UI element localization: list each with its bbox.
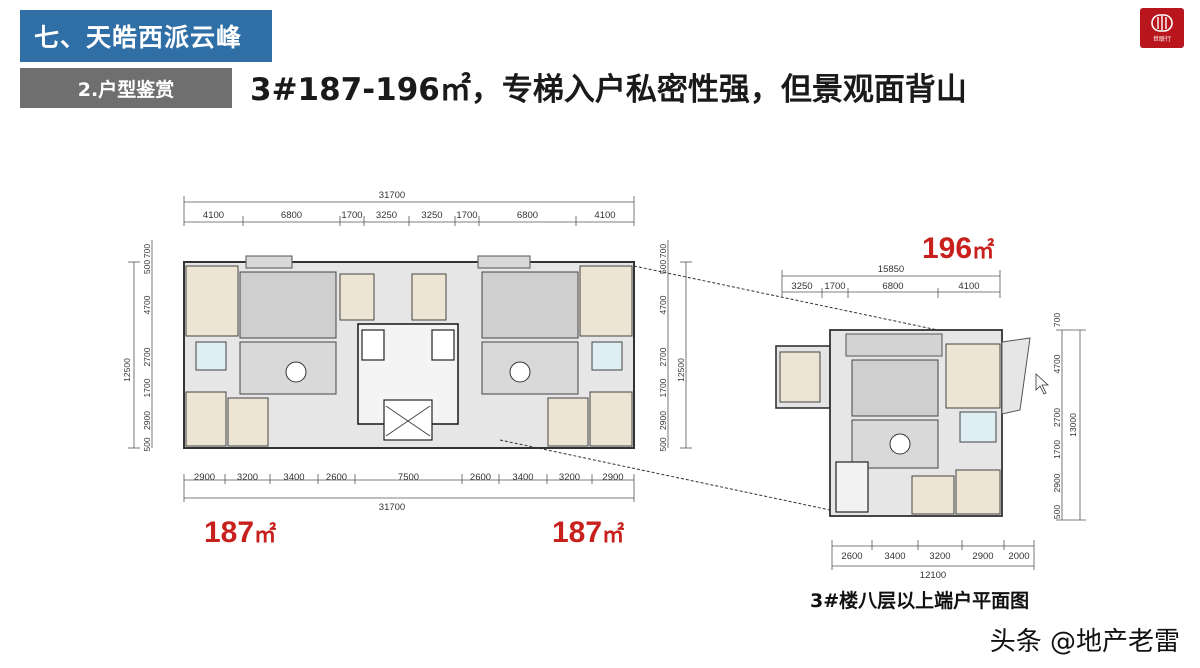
page-headline: 3#187-196㎡，专梯入户私密性强，但景观面背山 [250,72,967,108]
main-left-dim-4: 1700 [142,378,152,397]
main-right-dim-5: 2900 [658,411,668,430]
end-bottom-dim-2: 3200 [929,551,950,562]
main-top-dim-group: 4100 6800 1700 3250 3250 1700 6800 4100 [203,210,616,221]
main-top-total: 31700 [379,190,405,201]
unit-right-area-value: 187 [552,516,603,549]
end-bottom-dim-group: 2600 3400 3200 2900 2000 [841,551,1029,562]
main-bottom-dim-3: 2600 [326,472,347,483]
zoom-connector-bottom [499,439,831,511]
end-building-outline [775,329,1031,517]
main-top-dimensions [128,196,692,502]
end-bottom-dim-3: 2900 [972,551,993,562]
end-unit-area-value: 196 [922,232,973,265]
main-left-dim-group: 700 500 4700 2700 1700 2900 500 [142,244,152,452]
main-left-dim-0: 700 [142,244,152,258]
section-title: 七、天皓西派云峰 [20,10,272,62]
main-bottom-dim-4: 7500 [398,472,419,483]
main-left-dim-5: 2900 [142,411,152,430]
main-bottom-dim-6: 3400 [512,472,533,483]
end-right-total: 13000 [1068,413,1078,437]
end-top-dim-3: 4100 [958,281,979,292]
main-left-total: 12500 [122,358,132,382]
main-top-dim-0: 4100 [203,210,224,221]
main-right-total: 12500 [676,358,686,382]
main-right-dim-group: 700 500 4700 2700 1700 2900 500 [658,244,668,452]
main-bottom-dim-2: 3400 [283,472,304,483]
subsection-title: 2.户型鉴赏 [20,68,232,108]
main-top-dim-5: 1700 [456,210,477,221]
unit-left-area: 187㎡ [204,516,276,550]
end-bottom-dim-1: 3400 [884,551,905,562]
end-plan-dimensions [781,270,1086,570]
end-top-total: 15850 [878,264,904,275]
brand-logo: 世联行 [1140,8,1184,48]
main-building-outline [183,255,635,449]
main-bottom-dim-group: 2900 3200 3400 2600 7500 2600 3400 3200 2900 [194,472,624,483]
main-top-dim-1: 6800 [281,210,302,221]
end-bottom-total: 12100 [920,570,946,581]
main-top-dim-7: 4100 [594,210,615,221]
end-right-dim-1: 4700 [1052,354,1062,373]
main-right-dim-4: 1700 [658,378,668,397]
main-bottom-dim-7: 3200 [559,472,580,483]
main-right-dim-2: 4700 [658,295,668,314]
main-right-dim-3: 2700 [658,347,668,366]
main-top-dim-6: 6800 [517,210,538,221]
main-bottom-dim-1: 3200 [237,472,258,483]
cursor-arrow-icon [1035,373,1050,395]
end-unit-area-unit: ㎡ [972,238,995,263]
main-right-dim-1: 500 [658,260,668,274]
main-left-dim-6: 500 [142,437,152,451]
main-left-dim-1: 500 [142,260,152,274]
end-bottom-dim-0: 2600 [841,551,862,562]
end-top-dim-0: 3250 [791,281,812,292]
main-bottom-dim-5: 2600 [470,472,491,483]
end-right-dim-3: 1700 [1052,440,1062,459]
main-bottom-dim-0: 2900 [194,472,215,483]
end-right-dim-0: 700 [1052,313,1062,327]
end-plan-caption: 3#楼八层以上端户平面图 [810,590,1030,612]
end-right-dim-group: 700 4700 2700 1700 2900 500 [1052,313,1062,519]
end-top-dim-1: 1700 [824,281,845,292]
building-logo-icon [1151,14,1173,32]
main-bottom-total: 31700 [379,502,405,513]
end-right-dim-5: 500 [1052,505,1062,519]
end-right-dim-2: 2700 [1052,408,1062,427]
end-top-dim-2: 6800 [882,281,903,292]
main-left-dim-2: 4700 [142,295,152,314]
end-top-dim-group: 3250 1700 6800 4100 [791,281,979,292]
main-right-dim-0: 700 [658,244,668,258]
unit-left-area-value: 187 [204,516,255,549]
end-unit-area: 196㎡ [922,232,994,266]
unit-right-area-unit: ㎡ [602,522,625,547]
unit-left-area-unit: ㎡ [254,522,277,547]
main-bottom-dim-8: 2900 [602,472,623,483]
watermark: 头条 @地产老雷 [989,627,1180,657]
main-top-dim-3: 3250 [376,210,397,221]
end-bottom-dim-4: 2000 [1008,551,1029,562]
main-right-dim-6: 500 [658,437,668,451]
logo-text: 世联行 [1152,36,1171,43]
main-top-dim-2: 1700 [341,210,362,221]
end-right-dim-4: 2900 [1052,473,1062,492]
main-left-dim-3: 2700 [142,347,152,366]
unit-right-area: 187㎡ [552,516,624,550]
main-top-dim-4: 3250 [421,210,442,221]
